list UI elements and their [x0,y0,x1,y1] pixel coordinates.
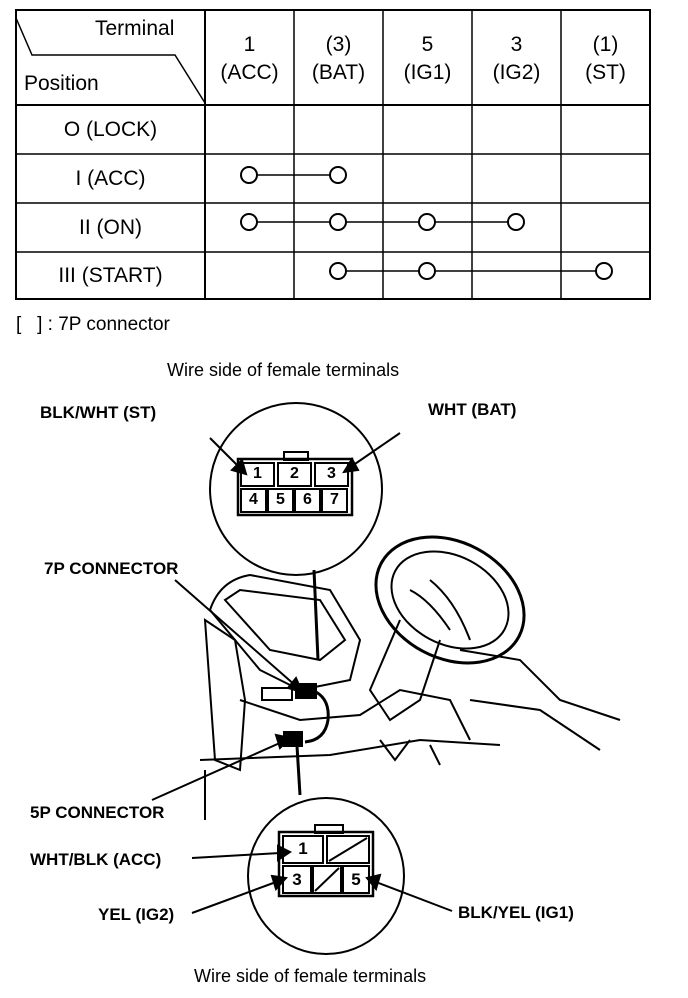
continuity-point [418,213,436,231]
continuity-point [329,213,347,231]
pin-5p: 1 [298,839,308,858]
arrowhead [277,844,292,862]
continuity-point [329,166,347,184]
callout-arrow [191,852,281,859]
continuity-point [240,166,258,184]
column-terminal-name: (ACC) [220,61,279,84]
magnifier-circle-5p [247,797,405,955]
connector-7p-caption: Wire side of female terminals [167,360,400,380]
wire-label-acc: WHT/BLK (ACC) [30,850,162,869]
dash-right-lower [469,699,601,751]
row-position-label: III (START) [58,264,163,287]
pin-7p: 3 [327,465,336,482]
connector-5p-caption: Wire side of female terminals [194,966,427,986]
column-terminal-name: (ST) [585,61,626,84]
column-terminal-num: 1 [243,33,256,56]
column-terminal-name: (IG2) [492,61,541,84]
wire-label-ig2: YEL (IG2) [98,905,175,924]
continuity-point [240,213,258,231]
floor-line [199,738,501,761]
steering-wheel [374,535,526,665]
pin-7p: 4 [249,491,258,508]
arrowhead [365,873,382,892]
row-position-label: I (ACC) [75,167,146,190]
connector-7p-cells [240,462,349,513]
column-terminal-num: (1) [592,33,619,56]
header-terminal-label: Terminal [95,17,175,40]
continuity-point [507,213,525,231]
arrowhead [286,676,304,694]
column-terminal-name: (BAT) [311,61,366,84]
dash-right [459,649,621,721]
row-position-label: II (ON) [79,216,142,239]
continuity-point [418,262,436,280]
pin-5p: 3 [292,870,302,889]
continuity-point [595,262,613,280]
pin-7p: 5 [276,491,285,508]
callout-arrow [151,741,283,801]
column-terminal-name: (IG1) [403,61,452,84]
callout-arrow [191,881,277,914]
arrowhead [230,458,248,476]
pin-7p: 1 [253,465,262,482]
wire-label-bat: WHT (BAT) [428,400,517,419]
connector-note: [ ] : 7P connector [16,314,170,335]
pin-7p: 7 [330,491,339,508]
steering-column [368,619,441,722]
wire-lead [312,569,320,661]
dashboard-panel [223,588,347,662]
column-terminal-num: 3 [510,33,523,56]
callout-7p-connector: 7P CONNECTOR [44,559,179,578]
pin-7p: 6 [303,491,312,508]
magnifier-circle-7p [209,402,383,576]
connector-7p-latch [283,451,309,461]
callout-arrow [174,579,297,687]
wire-lead [295,745,302,796]
callout-arrow [351,432,401,467]
lower-dash [239,688,471,741]
steering-wheel-inner [390,550,510,650]
header-diagonal [15,17,206,104]
wire-label-ig1: BLK/YEL (IG1) [458,903,574,922]
connector-5p-latch [314,824,344,834]
row-position-label: O (LOCK) [63,118,158,141]
pin-7p: 2 [290,465,299,482]
callout-5p-connector: 5P CONNECTOR [30,803,165,822]
kick-panel [203,618,247,772]
steering-hub [409,579,471,641]
callout-arrow [375,881,453,912]
column-terminal-num: (3) [325,33,352,56]
continuity-point [329,262,347,280]
arrowhead [342,457,360,474]
callout-arrow [209,437,241,469]
pedal-area [379,739,441,766]
arrowhead [270,874,289,891]
harness-wire [304,690,330,744]
dashboard-outline [208,573,362,692]
column-terminal-num: 5 [421,33,434,56]
continuity-marks [240,166,613,280]
connector-7p-mate [261,687,293,701]
header-position-label: Position [24,72,99,95]
pin-5p: 5 [351,870,361,889]
wire-label-st: BLK/WHT (ST) [40,403,157,422]
arrowhead [274,733,293,750]
